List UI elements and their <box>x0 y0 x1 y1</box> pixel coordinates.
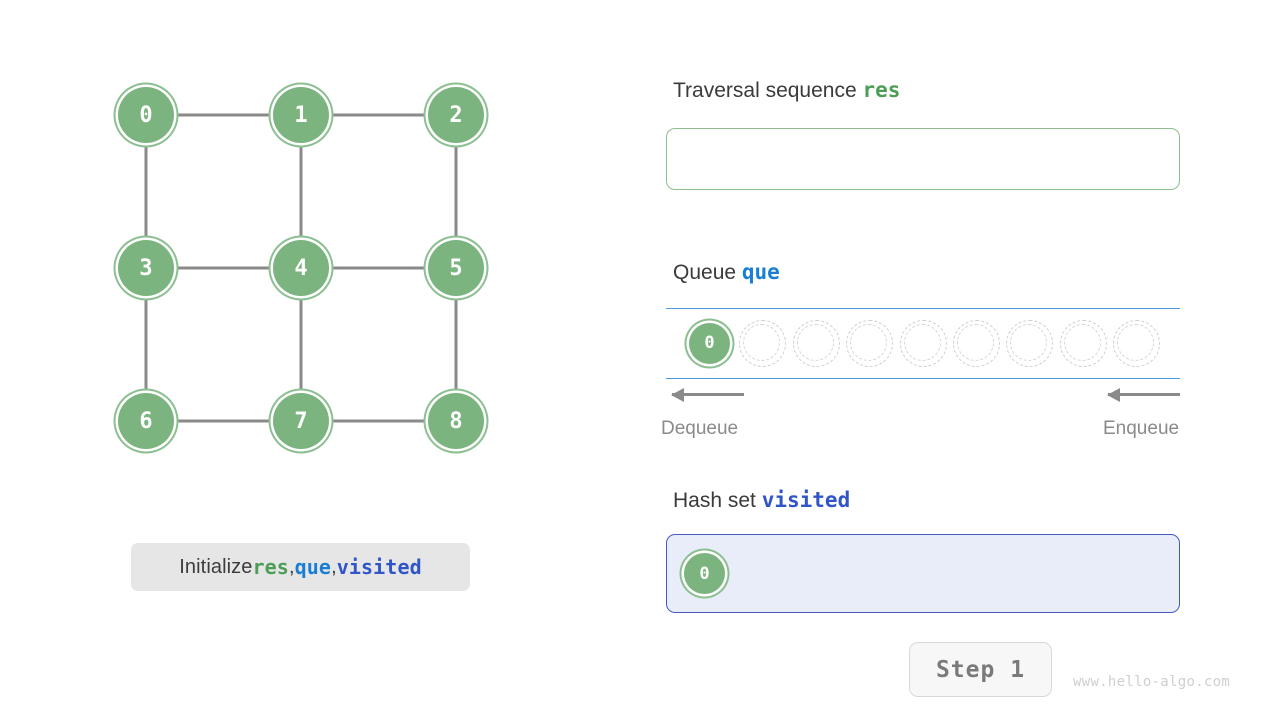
queue-slot <box>739 319 787 367</box>
queue-empty-slot <box>739 319 787 367</box>
queue-empty-slot <box>1113 319 1160 367</box>
res-title-prefix: Traversal sequence <box>673 79 863 102</box>
queue-empty-slot <box>1059 319 1107 367</box>
queue-slot <box>1059 319 1107 367</box>
step-badge: Step 1 <box>909 642 1052 697</box>
graph-node-4[interactable]: 4 <box>273 240 329 296</box>
queue-area: 0 <box>666 308 1180 380</box>
graph-node-8[interactable]: 8 <box>428 393 484 449</box>
res-section-title: Traversal sequence res <box>673 78 900 103</box>
queue-empty-slot <box>899 319 947 367</box>
enqueue-label: Enqueue <box>1103 418 1180 439</box>
visited-box: 0 <box>666 534 1180 613</box>
queue-slot: 0 <box>686 320 733 367</box>
graph-node-1[interactable]: 1 <box>273 87 329 143</box>
queue-empty-slot <box>952 319 1000 367</box>
graph-node-7[interactable]: 7 <box>273 393 329 449</box>
res-box <box>666 128 1180 190</box>
queue-empty-slot <box>846 319 894 367</box>
visited-title-code: visited <box>761 488 851 512</box>
dequeue-label: Dequeue <box>661 418 739 439</box>
res-title-code: res <box>862 78 901 102</box>
graph-panel: 0 1 2 3 4 5 6 7 8 <box>0 0 620 520</box>
caption-comma-2: , <box>331 555 337 578</box>
queue-slot <box>1006 319 1054 367</box>
queue-title-code: que <box>741 260 780 284</box>
queue-section-title: Queue que <box>673 260 780 285</box>
queue-rail-bottom <box>666 378 1180 379</box>
visited-item-0[interactable]: 0 <box>684 553 725 594</box>
graph-node-6[interactable]: 6 <box>118 393 174 449</box>
graph-node-2[interactable]: 2 <box>428 87 484 143</box>
queue-slot <box>952 319 1000 367</box>
queue-empty-slot <box>792 319 840 367</box>
graph-node-5[interactable]: 5 <box>428 240 484 296</box>
queue-slot <box>792 319 840 367</box>
visited-title-prefix: Hash set <box>673 489 762 512</box>
caption-code-res: res <box>252 555 289 579</box>
queue-title-prefix: Queue <box>673 261 742 284</box>
queue-empty-slot <box>1006 319 1054 367</box>
queue-slots: 0 <box>686 315 1160 371</box>
caption-code-que: que <box>294 555 332 579</box>
queue-rail-top <box>666 308 1180 309</box>
graph-node-0[interactable]: 0 <box>118 87 174 143</box>
watermark: www.hello-algo.com <box>1073 674 1231 690</box>
graph-node-3[interactable]: 3 <box>118 240 174 296</box>
queue-slot <box>899 319 947 367</box>
caption-code-visited: visited <box>336 555 422 579</box>
visited-section-title: Hash set visited <box>673 488 850 513</box>
queue-item-0[interactable]: 0 <box>689 322 730 364</box>
caption-box: Initialize res, que, visited <box>131 543 470 591</box>
queue-slot <box>1113 319 1160 367</box>
graph-edges <box>144 113 458 423</box>
caption-comma-1: , <box>288 555 295 578</box>
caption-prefix: Initialize <box>179 555 253 578</box>
dequeue-arrow-icon <box>671 387 744 402</box>
queue-arrow-row <box>666 385 1180 405</box>
enqueue-arrow-icon <box>1107 387 1180 402</box>
queue-slot <box>846 319 894 367</box>
